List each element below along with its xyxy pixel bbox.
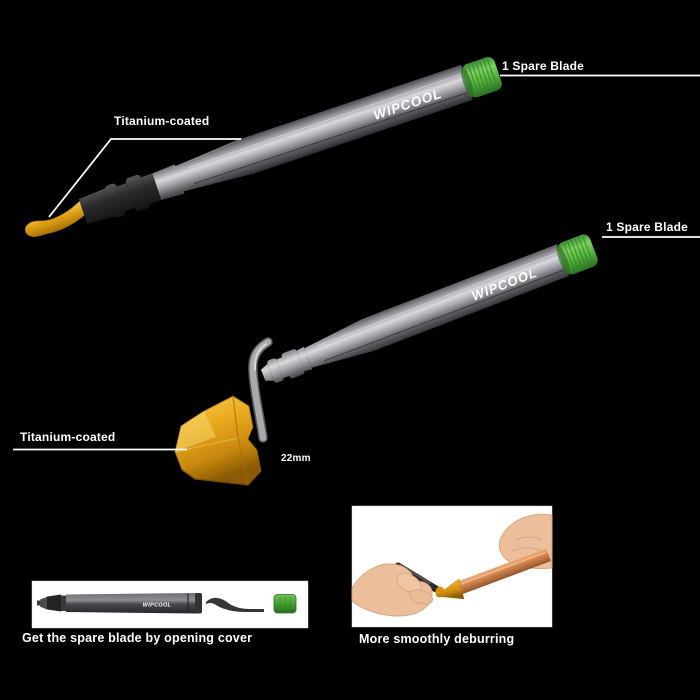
tool-top-handle [173,64,473,192]
label-blade-size: 22mm [281,453,311,464]
deburring-tool-top: WIPCOOL [24,57,502,237]
mini-spare-blade [206,597,264,612]
tool-mid-handle [304,244,569,368]
photo-deburring-use [351,505,553,628]
caption-deburring: More smoothly deburring [359,632,515,646]
annotation-lines [13,74,700,451]
tool-top-facet-shadow [193,91,471,185]
tool-mid-gold-scraper-blade [174,395,262,486]
photo-spare-blade: WIPCOOL [31,580,309,629]
mini-green-cap [273,594,297,614]
tool-mid-ferrule [261,346,313,383]
mini-tool: WIPCOOL [37,593,202,614]
wipcool-logo-mini-tool: WIPCOOL [143,603,172,609]
leader-titanium-top [48,138,241,218]
label-spare-blade-top: 1 Spare Blade [502,59,584,73]
label-titanium-coated-middle: Titanium-coated [20,430,116,444]
tool-top-green-cap [460,57,502,98]
tool-mid-facet-highlight [318,251,560,346]
label-titanium-coated-top: Titanium-coated [114,114,210,128]
tool-mid-facet-shadow [323,268,567,362]
tool-top-chamfer [173,138,243,168]
deburring-tool-middle: WIPCOOL [174,234,598,486]
tool-mid-bent-shaft [248,337,273,443]
left-hand [351,563,433,617]
tool-top-blade-holder [78,172,164,224]
caption-spare-blade: Get the spare blade by opening cover [22,631,253,645]
tool-top-facet-highlight [188,72,464,169]
tool-mid-green-cap [556,234,598,275]
label-spare-blade-middle: 1 Spare Blade [606,220,688,234]
tool-mid-handle-group: WIPCOOL [261,234,598,383]
